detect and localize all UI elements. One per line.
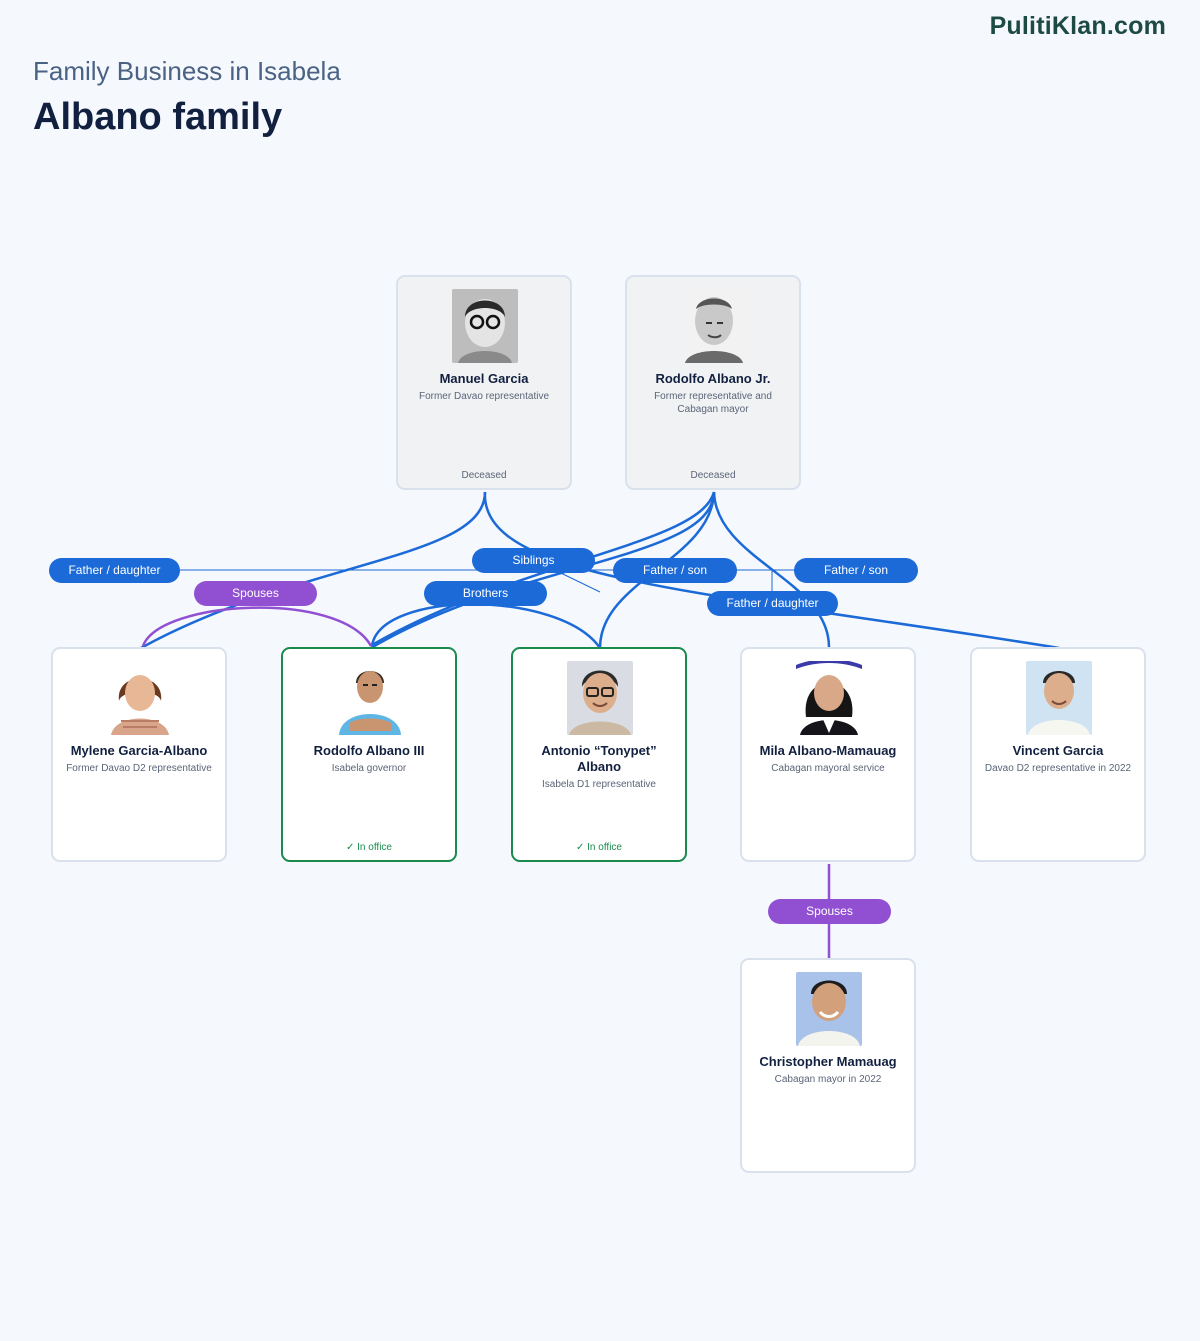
person-card-christopher-mamauag[interactable]: Christopher Mamauag Cabagan mayor in 202…: [740, 958, 916, 1173]
brand-logo[interactable]: PulitiKlan.com: [989, 12, 1166, 40]
person-card-mylene-garcia-albano[interactable]: Mylene Garcia-Albano Former Davao D2 rep…: [51, 647, 227, 862]
person-photo: [107, 661, 173, 735]
relation-father-son-label: Father / son: [613, 558, 737, 583]
status-badge: Deceased: [690, 470, 736, 481]
person-role: Davao D2 representative in 2022: [984, 763, 1132, 774]
relation-siblings-label: Siblings: [472, 548, 595, 573]
person-photo: [452, 289, 518, 363]
link-rodolfo-jr-rodolfo-iii: [370, 491, 716, 650]
link-manuel-mylene: [140, 491, 487, 650]
person-name: Mylene Garcia-Albano: [70, 743, 208, 758]
person-name: Manuel Garcia: [439, 371, 529, 386]
status-badge: ✓ In office: [576, 842, 622, 853]
link-spouses-mylene-rodolfo: [141, 606, 373, 647]
person-card-antonio-albano[interactable]: Antonio “Tonypet” Albano Isabela D1 repr…: [511, 647, 687, 862]
status-badge: Deceased: [461, 470, 507, 481]
relation-father-daughter-label: Father / daughter: [49, 558, 180, 583]
person-role: Cabagan mayor in 2022: [774, 1074, 882, 1085]
person-role: Former representative and Cabagan mayor: [654, 391, 772, 415]
person-photo: [567, 661, 633, 735]
relation-brothers-label: Brothers: [424, 581, 547, 606]
person-name: Mila Albano-Mamauag: [759, 743, 897, 758]
page-title: Albano family: [33, 96, 283, 138]
person-name: Antonio “Tonypet” Albano: [541, 743, 657, 774]
relation-father-daughter-label: Father / daughter: [707, 591, 838, 616]
person-photo: [337, 661, 403, 735]
person-role: Cabagan mayoral service: [771, 763, 885, 774]
page-subtitle: Family Business in Isabela: [33, 56, 341, 86]
person-role: Former Davao D2 representative: [66, 763, 212, 774]
relation-spouses-label: Spouses: [768, 899, 891, 924]
person-card-vincent-garcia[interactable]: Vincent Garcia Davao D2 representative i…: [970, 647, 1146, 862]
person-photo: [796, 972, 862, 1046]
person-card-manuel-garcia[interactable]: Manuel Garcia Former Davao representativ…: [396, 275, 572, 490]
person-name: Rodolfo Albano III: [313, 743, 425, 758]
person-role: Isabela D1 representative: [542, 779, 656, 790]
relation-father-son-label: Father / son: [794, 558, 918, 583]
person-name: Christopher Mamauag: [759, 1054, 897, 1069]
person-card-rodolfo-albano-iii[interactable]: Rodolfo Albano III Isabela governor ✓ In…: [281, 647, 457, 862]
person-role: Isabela governor: [331, 763, 407, 774]
person-name: Rodolfo Albano Jr.: [655, 371, 771, 386]
person-card-mila-albano-mamauag[interactable]: Mila Albano-Mamauag Cabagan mayoral serv…: [740, 647, 916, 862]
person-card-rodolfo-albano-jr[interactable]: Rodolfo Albano Jr. Former representative…: [625, 275, 801, 490]
person-name: Vincent Garcia: [1012, 743, 1104, 758]
person-photo: [681, 289, 747, 363]
person-photo: [796, 661, 862, 735]
status-badge: ✓ In office: [346, 842, 392, 853]
person-photo: [1026, 661, 1092, 735]
person-role: Former Davao representative: [418, 391, 550, 402]
relation-spouses-label: Spouses: [194, 581, 317, 606]
